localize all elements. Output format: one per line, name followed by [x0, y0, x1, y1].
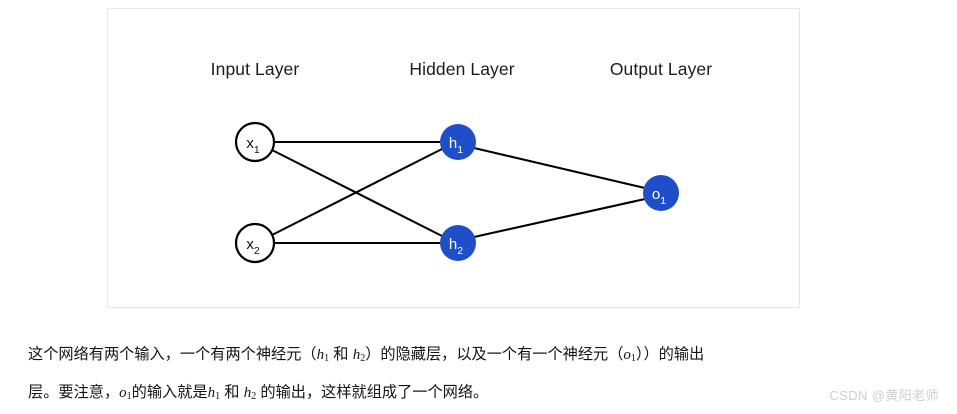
caption-var-h2-b: h2 [243, 385, 257, 403]
caption-seg: 的输出，这样就组成了一个网络。 [256, 384, 489, 402]
caption-seg: 这个网络有两个输入，一个有两个神经元（ [28, 346, 317, 363]
caption-var-o1: o1 [623, 347, 636, 365]
caption-text: 这个网络有两个输入，一个有两个神经元（h1 和 h2）的隐藏层，以及一个有一个神… [28, 338, 908, 414]
layer-label-hidden: Hidden Layer [409, 59, 514, 79]
caption-seg: 和 [220, 384, 244, 402]
node-x2: x2 [234, 222, 276, 264]
node-x2-circle [234, 222, 276, 264]
node-h2-circle [440, 225, 476, 261]
caption-seg: ）的隐藏层，以及一个有一个神经元（ [365, 346, 624, 363]
node-h1: h1 [440, 124, 476, 160]
node-o1: o1 [643, 175, 679, 211]
caption-seg: 层。要注意， [28, 384, 120, 402]
caption-var-o1-b: o1 [119, 385, 132, 403]
edge-x2-h1 [270, 147, 444, 237]
node-x1-circle [234, 121, 276, 163]
caption-var-h2: h2 [352, 347, 366, 365]
layer-label-output: Output Layer [610, 59, 712, 79]
caption-seg: ））的输出 [635, 346, 705, 363]
network-diagram-panel: Input Layer Hidden Layer Output Layer x1… [107, 8, 800, 308]
neural-network-svg: Input Layer Hidden Layer Output Layer x1… [211, 59, 712, 264]
caption-seg: 和 [329, 346, 353, 363]
node-h2: h2 [440, 225, 476, 261]
edge-h1-o1 [472, 146, 647, 190]
caption-var-h1-b: h1 [207, 385, 221, 403]
node-h1-circle [440, 124, 476, 160]
layer-label-input: Input Layer [211, 59, 300, 79]
caption-line-2: 层。要注意，o1的输入就是h1 和 h2 的输出，这样就组成了一个网络。 [28, 376, 908, 414]
caption-var-h1: h1 [316, 347, 330, 365]
caption-line-1: 这个网络有两个输入，一个有两个神经元（h1 和 h2）的隐藏层，以及一个有一个神… [28, 338, 908, 376]
csdn-watermark: CSDN @黄阳老师 [829, 388, 939, 403]
node-x1: x1 [234, 121, 276, 163]
node-o1-circle [643, 175, 679, 211]
caption-seg: 的输入就是 [131, 384, 208, 402]
edge-h2-o1 [472, 197, 647, 239]
